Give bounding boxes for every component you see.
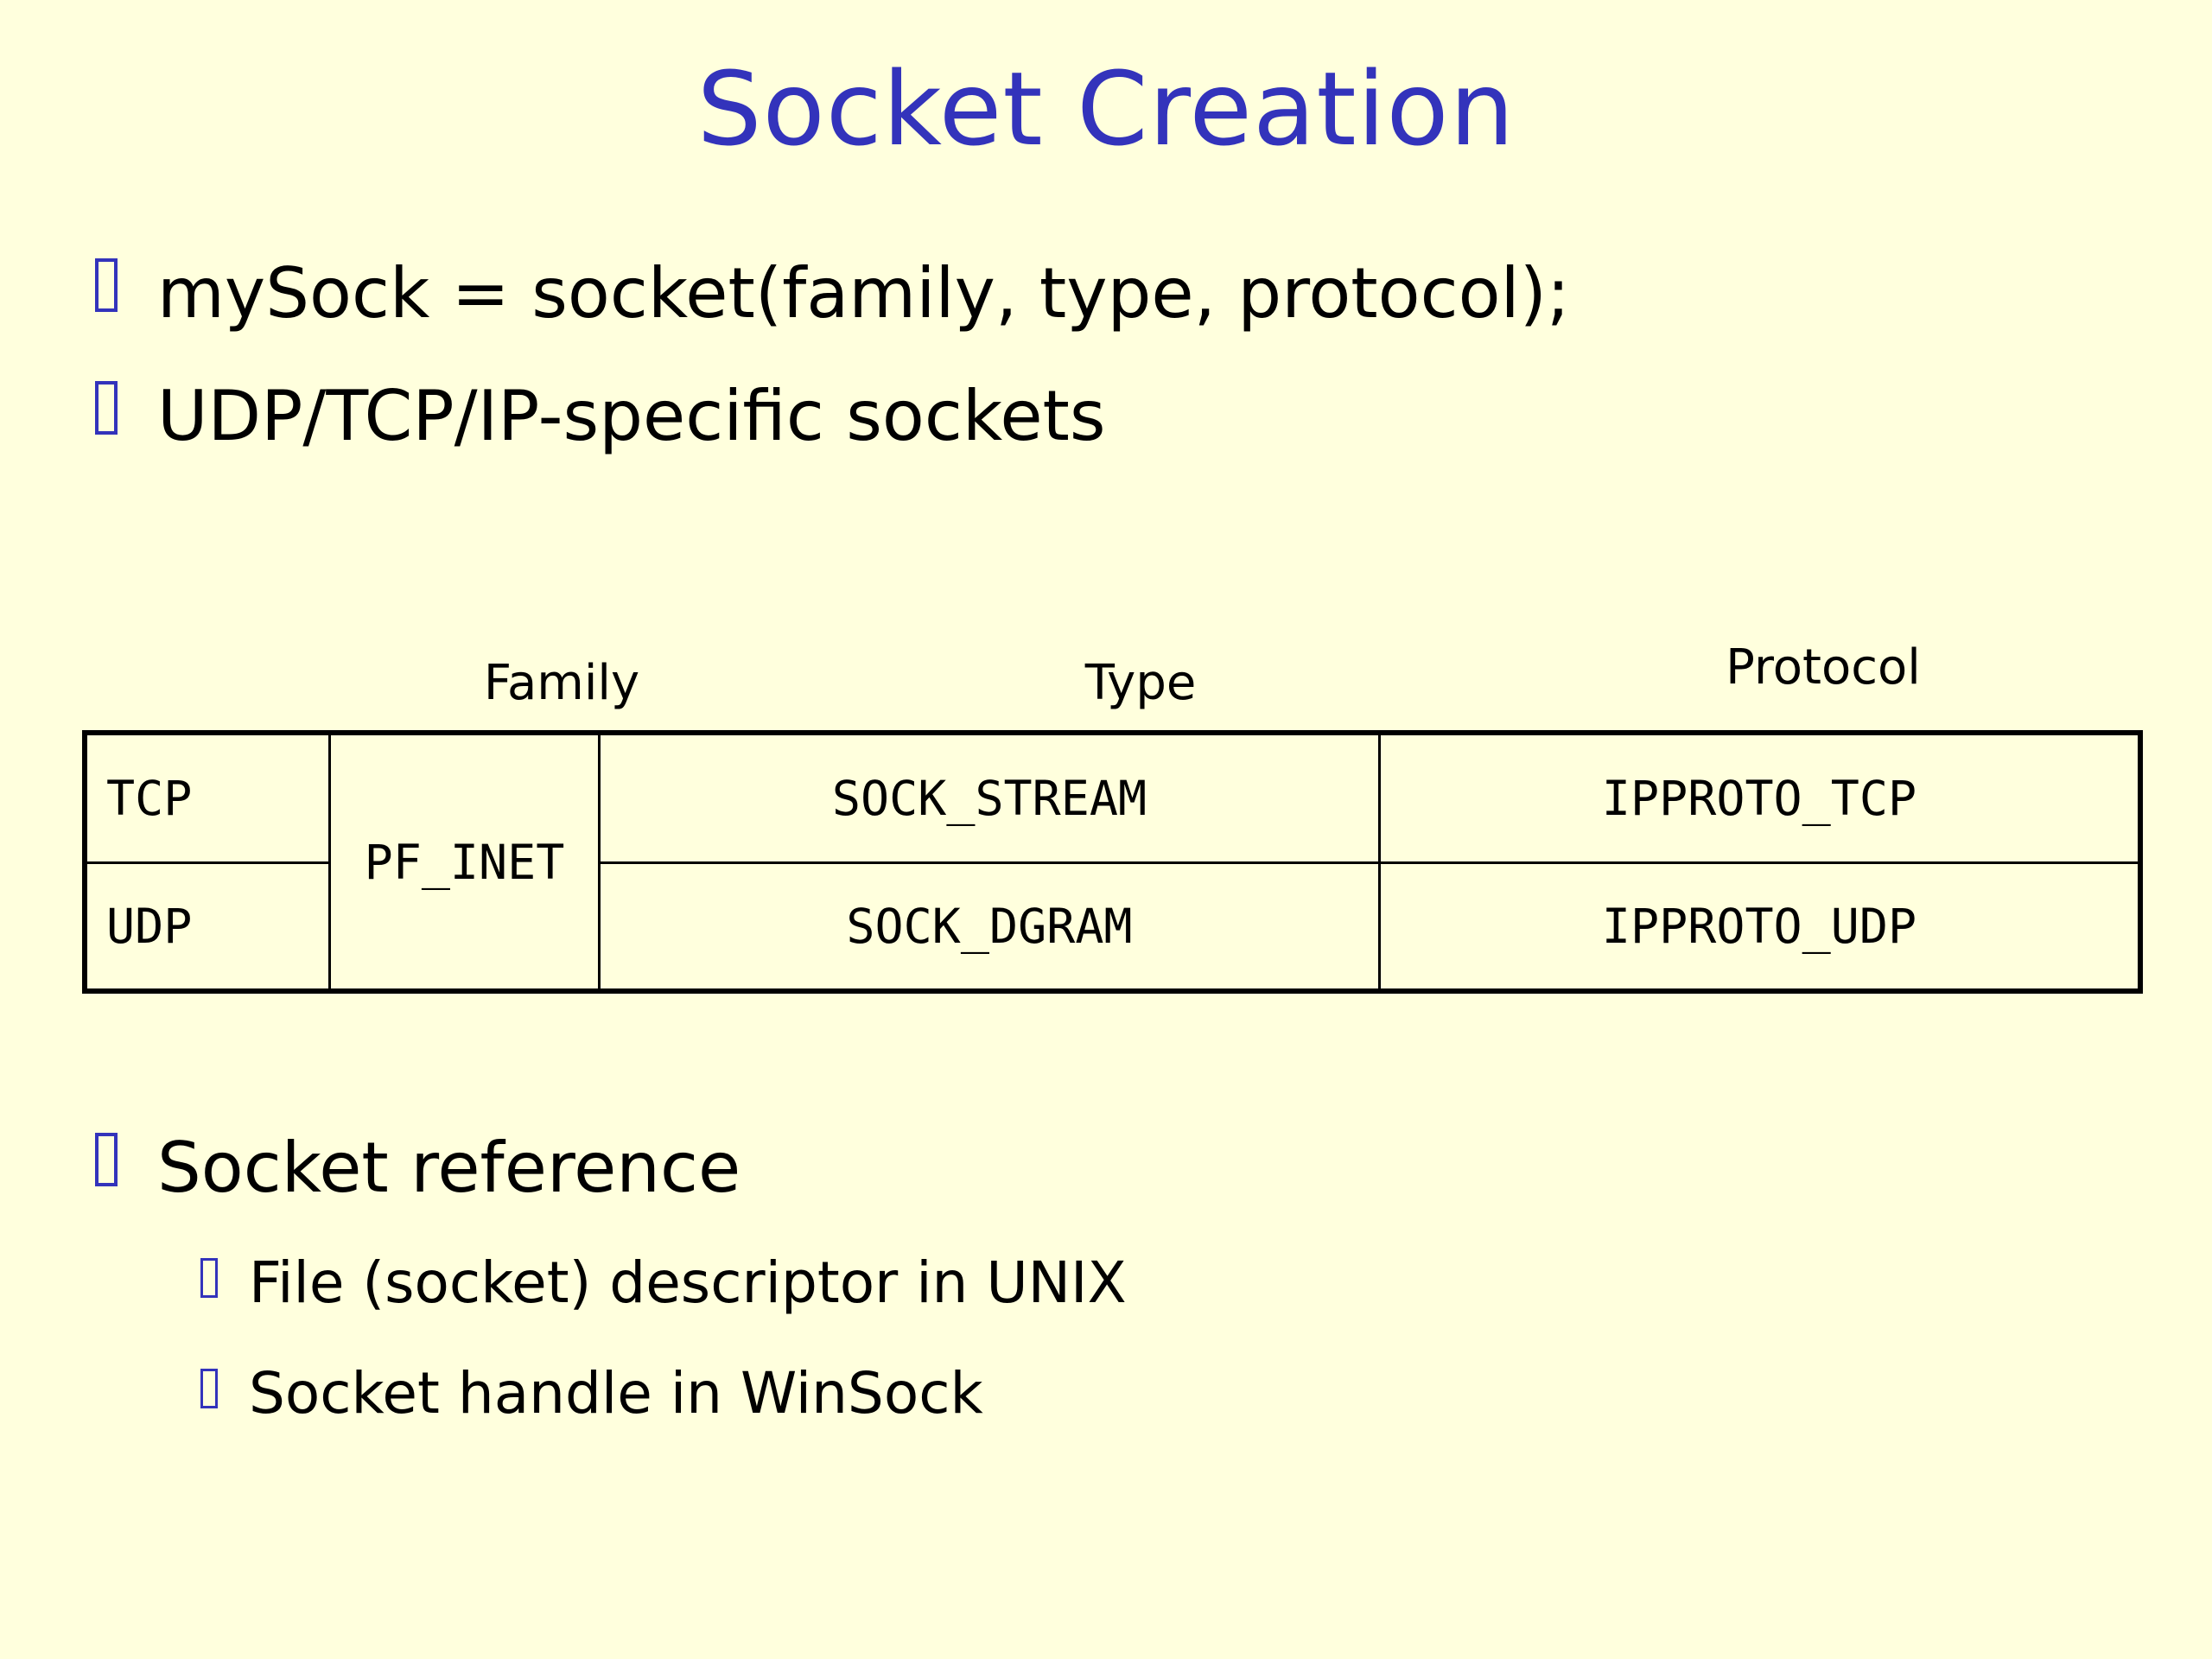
bullet-item-3: Socket reference [95, 1128, 741, 1208]
table-cell-protocol: IPPROTO_UDP [1601, 899, 1917, 954]
socket-parameters-table: TCP UDP PF_INET SOCK_STREAM SOCK_DGRAM I… [82, 730, 2143, 994]
bullet-marker-icon [95, 258, 118, 312]
sub-bullet-marker-icon [200, 1369, 218, 1408]
table-caption-type: Type [1084, 655, 1197, 711]
sub-bullet-marker-icon [200, 1258, 218, 1298]
bullet-item-2: UDP/TCP/IP-specific sockets [95, 376, 1106, 456]
bullet-label: UDP/TCP/IP-specific sockets [157, 376, 1106, 456]
bullet-label: mySock = socket(family, type, protocol); [157, 253, 1570, 334]
bullet-item-1: mySock = socket(family, type, protocol); [95, 253, 1570, 334]
table-caption-family: Family [483, 655, 640, 711]
table-column-divider [328, 735, 331, 988]
bullet-item-3-sub-2: Socket handle in WinSock [200, 1365, 983, 1422]
bullet-marker-icon [95, 1133, 118, 1186]
sub-bullet-label: Socket handle in WinSock [249, 1360, 983, 1427]
table-row-divider [598, 861, 2138, 864]
bullet-item-3-sub-1: File (socket) descriptor in UNIX [200, 1255, 1127, 1312]
table-caption-protocol: Protocol [1726, 639, 1921, 696]
table-row-divider [87, 861, 328, 864]
table-cell-type: SOCK_STREAM [831, 771, 1147, 826]
table-cell-family: PF_INET [364, 834, 565, 890]
table-cell-protocol: IPPROTO_TCP [1601, 771, 1917, 826]
sub-bullet-label: File (socket) descriptor in UNIX [249, 1249, 1127, 1316]
table-grid: TCP UDP PF_INET SOCK_STREAM SOCK_DGRAM I… [87, 735, 2138, 988]
table-cell-type: SOCK_DGRAM [846, 899, 1133, 954]
bullet-label: Socket reference [157, 1128, 741, 1208]
table-cell-protocol-name: UDP [106, 899, 193, 954]
table-cell-protocol-name: TCP [106, 771, 193, 826]
bullet-marker-icon [95, 381, 118, 435]
page-title: Socket Creation [696, 49, 1516, 168]
